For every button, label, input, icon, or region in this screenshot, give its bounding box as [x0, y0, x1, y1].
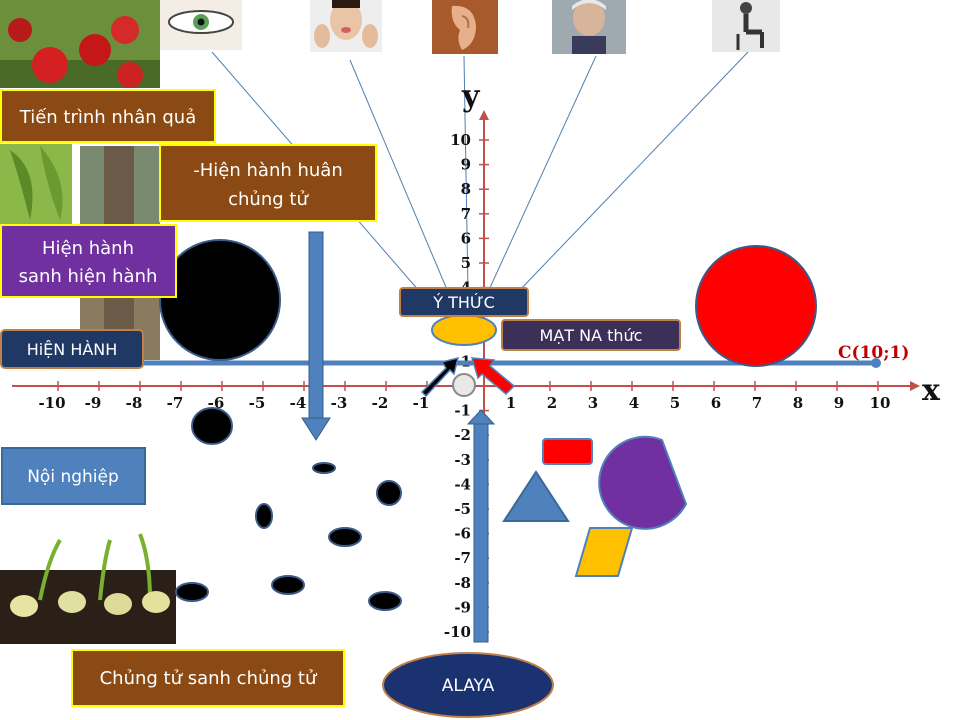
svg-text:Chủng tử sanh chủng tử: Chủng tử sanh chủng tử [100, 668, 318, 689]
point-c-label: C(10;1) [838, 343, 909, 363]
y-tick-label: -1 [454, 402, 471, 420]
black-circle [159, 239, 281, 361]
x-tick-label: 1 [506, 394, 516, 412]
x-tick-label: 5 [670, 394, 680, 412]
sitting-person-icon [712, 0, 780, 52]
svg-text:MẠT NA thức: MẠT NA thức [540, 326, 643, 345]
svg-text:Ý THỨC: Ý THỨC [432, 293, 495, 312]
red-rectangle [542, 438, 593, 465]
x-tick-label: 8 [793, 394, 803, 412]
y-tick-label: -9 [454, 598, 471, 616]
y-axis-label: y [461, 79, 481, 114]
label-y-thuc: Ý THỨC [399, 287, 529, 317]
x-tick-label: 9 [834, 394, 844, 412]
x-tick-label: -1 [413, 394, 430, 412]
y-tick-label: 10 [450, 131, 471, 149]
x-tick-label: 10 [870, 394, 891, 412]
y-tick-label: -3 [454, 451, 471, 469]
sprouting-seeds-icon [0, 526, 176, 644]
x-tick-label: 6 [711, 394, 721, 412]
x-tick-label: -2 [372, 394, 389, 412]
x-tick-label: -8 [126, 394, 143, 412]
y-tick-label: -6 [454, 525, 471, 543]
y-tick-label: -8 [454, 574, 471, 592]
label-hien-hanh-huan: -Hiện hành huân chủng tử [159, 144, 377, 222]
y-tick-label: 5 [461, 254, 471, 272]
purple-sector [598, 435, 688, 530]
y-tick-label: -4 [454, 475, 471, 493]
eye-icon [160, 0, 242, 50]
y-tick-label: -2 [454, 426, 471, 444]
x-tick-label: 3 [588, 394, 598, 412]
yellow-ellipse [431, 314, 497, 346]
x-tick-label: -4 [290, 394, 307, 412]
face-tongue-icon [310, 0, 382, 52]
label-alaya: ALAYA [382, 652, 554, 718]
label-tien-trinh: Tiến trình nhân quả [0, 89, 216, 143]
apple-tree-icon [0, 0, 160, 88]
label-mat-na: MẠT NA thức [501, 319, 681, 351]
y-tick-label: -10 [444, 623, 471, 641]
x-tick-label: -7 [167, 394, 184, 412]
x-tick-label: 2 [547, 394, 557, 412]
label-hien-hanh: HiỆN HÀNH [0, 329, 144, 369]
label-hien-hanh-sanh: Hiện hành sanh hiện hành [0, 224, 177, 298]
svg-text:-Hiện hành huân: -Hiện hành huân [193, 160, 342, 181]
plant-leaves-icon [0, 144, 72, 224]
y-tick-label: 8 [461, 180, 471, 198]
red-circle [695, 245, 817, 367]
x-tick-label: -3 [331, 394, 348, 412]
svg-text:ALAYA: ALAYA [442, 676, 495, 696]
seed-shapes [175, 407, 402, 611]
x-tick-label: -10 [38, 394, 65, 412]
x-tick-label: 7 [752, 394, 762, 412]
x-tick-label: 4 [629, 394, 639, 412]
y-tick-label: 9 [461, 156, 471, 174]
y-tick-label: -7 [454, 549, 471, 567]
yellow-parallelogram [574, 527, 634, 577]
blue-triangle [502, 470, 570, 522]
point-c [871, 358, 881, 368]
svg-text:Hiện hành: Hiện hành [42, 238, 134, 259]
y-tick-label: 7 [461, 205, 471, 223]
x-tick-label: -5 [249, 394, 266, 412]
svg-text:sanh hiện hành: sanh hiện hành [19, 266, 158, 287]
svg-text:Tiến trình nhân quả: Tiến trình nhân quả [19, 107, 196, 128]
svg-text:Nội nghiệp: Nội nghiệp [27, 467, 119, 487]
x-tick-label: -9 [85, 394, 102, 412]
origin-arrows [420, 356, 516, 398]
label-chung-tu-sanh: Chủng tử sanh chủng tử [71, 649, 345, 707]
y-tick-label: 6 [461, 229, 471, 247]
down-arrow [301, 231, 331, 441]
svg-text:HiỆN HÀNH: HiỆN HÀNH [27, 340, 118, 359]
y-tick-label: -5 [454, 500, 471, 518]
ear-icon [432, 0, 498, 54]
up-arrow [466, 409, 496, 643]
svg-text:chủng tử: chủng tử [228, 189, 309, 210]
x-axis-label: x [922, 373, 941, 408]
old-woman-icon [552, 0, 626, 54]
label-noi-nghiep: Nội nghiệp [1, 447, 146, 505]
